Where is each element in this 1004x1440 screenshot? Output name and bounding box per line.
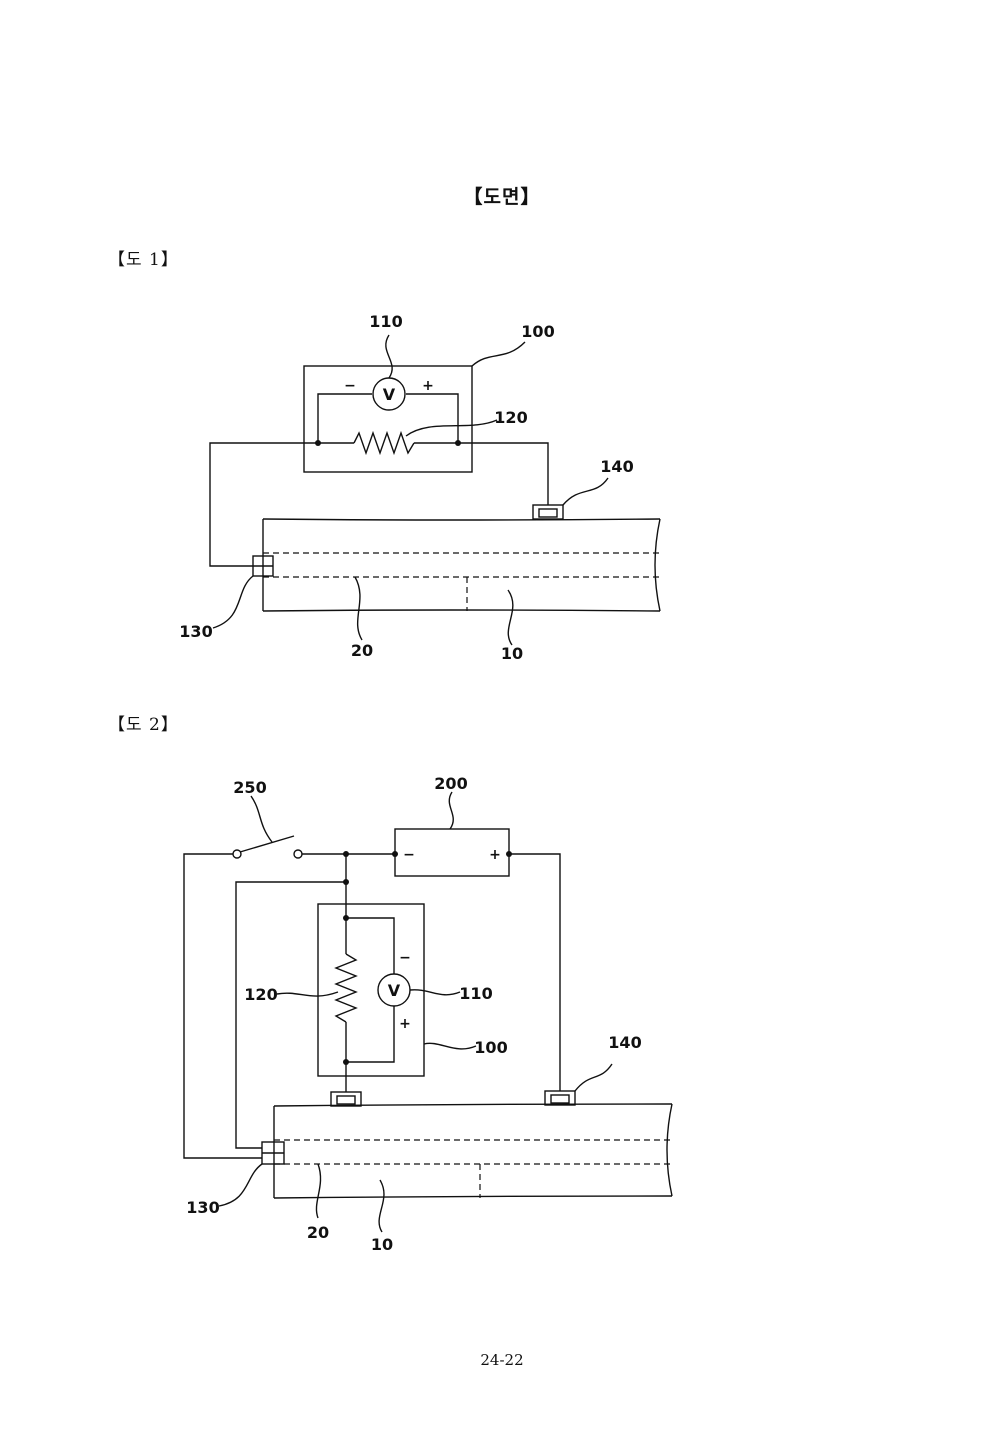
voltmeter-minus: − <box>344 378 356 394</box>
ref-120: 120 <box>244 985 277 1004</box>
ref-100: 100 <box>521 322 554 341</box>
supply-minus: − <box>403 847 415 863</box>
ref-140: 140 <box>600 457 633 476</box>
switch-contact-left <box>232 849 242 859</box>
page-number: 24-22 <box>480 1351 524 1369</box>
ref-110: 110 <box>369 312 402 331</box>
wire-supply-to-140 <box>509 853 561 1091</box>
terminal-140 <box>532 504 564 520</box>
voltmeter-loop <box>317 393 372 443</box>
figure-2-label: 【도 2】 <box>108 715 179 735</box>
measuring-unit-box <box>303 365 473 473</box>
wire-right <box>458 442 549 505</box>
pipe-body <box>262 518 661 521</box>
figure-1-label: 【도 1】 <box>108 250 179 270</box>
voltmeter-symbol: V <box>388 981 401 1000</box>
figure-2-diagram: − + V − + 250 200 120 110 100 140 130 <box>183 774 673 1254</box>
voltmeter-symbol: V <box>383 385 396 404</box>
ref-130: 130 <box>179 622 212 641</box>
ref-130: 130 <box>186 1198 219 1217</box>
ref-110: 110 <box>459 984 492 1003</box>
wire-outer-left <box>183 853 262 1159</box>
ref-120: 120 <box>494 408 527 427</box>
ref-200: 200 <box>434 774 467 793</box>
terminal-140 <box>544 1090 576 1106</box>
resistor-icon <box>334 953 358 1023</box>
pipe-body <box>273 1103 673 1107</box>
figure-1-diagram: V − + 110 100 120 140 130 20 10 <box>179 312 661 663</box>
voltmeter-plus: + <box>422 378 434 394</box>
voltmeter-minus: − <box>399 950 411 966</box>
ref-20: 20 <box>307 1223 329 1242</box>
switch-contact-right <box>293 849 303 859</box>
voltmeter-plus: + <box>399 1016 411 1032</box>
ref-140: 140 <box>608 1033 641 1052</box>
supply-plus: + <box>489 847 501 863</box>
ref-10: 10 <box>501 644 523 663</box>
measuring-unit-box <box>317 903 425 1077</box>
page-heading: 【도면】 <box>463 186 541 208</box>
ref-250: 250 <box>233 778 266 797</box>
ref-10: 10 <box>371 1235 393 1254</box>
wire-left <box>209 442 318 567</box>
ref-100: 100 <box>474 1038 507 1057</box>
resistor-icon <box>353 430 415 456</box>
switch-icon <box>239 835 295 853</box>
ref-20: 20 <box>351 641 373 660</box>
wire-inner-left <box>235 881 346 1149</box>
